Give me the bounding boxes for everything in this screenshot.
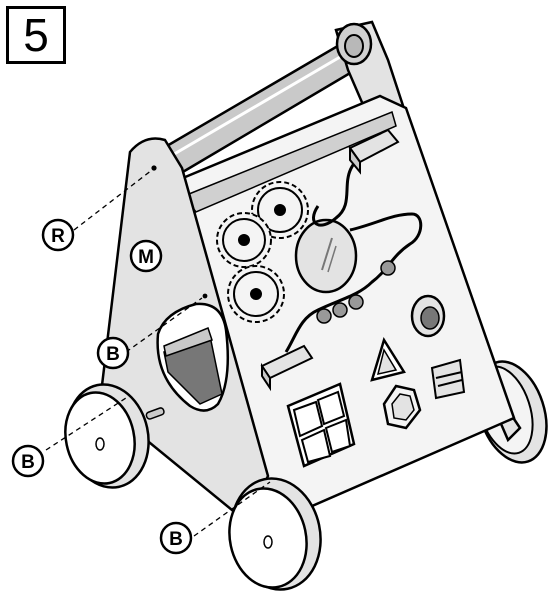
round-knob bbox=[410, 294, 446, 338]
svg-text:M: M bbox=[138, 247, 154, 268]
callout-b-lower: B bbox=[159, 521, 193, 555]
callout-b-middle: B bbox=[11, 444, 45, 478]
callout-b-upper: B bbox=[96, 336, 130, 370]
svg-text:R: R bbox=[51, 226, 65, 247]
svg-text:B: B bbox=[106, 344, 120, 365]
triangle-shape bbox=[370, 336, 406, 382]
gear-cluster bbox=[216, 181, 309, 323]
window-frame bbox=[286, 382, 356, 468]
hexagon-shape bbox=[382, 384, 422, 430]
front-right-wheel bbox=[228, 477, 322, 591]
callout-r: R bbox=[41, 218, 75, 252]
callout-m: M bbox=[129, 239, 163, 273]
front-left-wheel bbox=[64, 383, 150, 489]
step-number: 5 bbox=[23, 9, 49, 61]
leader-lines bbox=[45, 169, 271, 537]
bead-maze bbox=[260, 128, 423, 392]
svg-text:B: B bbox=[21, 452, 35, 473]
hole-b-upper bbox=[202, 293, 208, 299]
svg-text:B: B bbox=[169, 529, 183, 550]
hole-r bbox=[151, 165, 157, 171]
slider-tile bbox=[430, 358, 466, 400]
mirror bbox=[294, 218, 358, 294]
step-number-box: 5 bbox=[6, 6, 66, 64]
